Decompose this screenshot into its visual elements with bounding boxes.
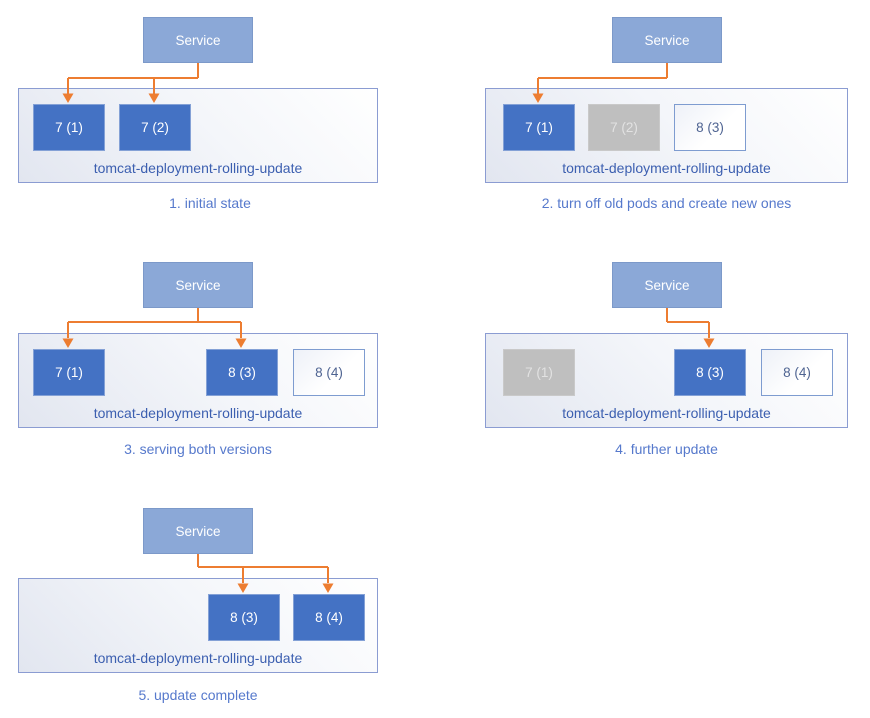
deployment-box: 7 (1) 7 (2) tomcat-deployment-rolling-up… (18, 88, 378, 183)
deployment-name-label: tomcat-deployment-rolling-update (562, 405, 771, 421)
pod-7-1: 7 (1) (33, 349, 105, 396)
pod-8-3: 8 (3) (206, 349, 278, 396)
pod-7-1: 7 (1) (503, 104, 575, 151)
pod-8-4: 8 (4) (293, 349, 365, 396)
panel-2-turn-off-old-pods: Service 7 (1) 7 (2) 8 (3) tomcat-deploym… (435, 0, 870, 240)
deployment-box: 7 (1) 8 (3) 8 (4) tomcat-deployment-roll… (485, 333, 848, 428)
pod-label: 7 (1) (55, 120, 83, 135)
panel-caption: 3. serving both versions (124, 441, 272, 457)
service-box: Service (143, 262, 253, 308)
pod-8-3: 8 (3) (674, 104, 746, 151)
panel-1-initial-state: Service 7 (1) 7 (2) tomcat-deployment-ro… (0, 0, 435, 240)
panel-caption: 2. turn off old pods and create new ones (541, 195, 792, 211)
pod-8-4: 8 (4) (293, 594, 365, 641)
pod-label: 7 (1) (55, 365, 83, 380)
pod-label: 7 (1) (525, 365, 553, 380)
service-box: Service (612, 262, 722, 308)
deployment-name-label: tomcat-deployment-rolling-update (562, 160, 771, 176)
deployment-box: 8 (3) 8 (4) tomcat-deployment-rolling-up… (18, 578, 378, 673)
panel-caption: 5. update complete (138, 687, 258, 703)
deployment-name-label: tomcat-deployment-rolling-update (93, 160, 303, 176)
service-label: Service (644, 32, 690, 48)
panel-3-serving-both-versions: Service 7 (1) 8 (3) 8 (4) tomcat-deploym… (0, 240, 435, 480)
pod-8-3: 8 (3) (674, 349, 746, 396)
service-label: Service (175, 32, 221, 48)
pod-7-1: 7 (1) (503, 349, 575, 396)
deployment-name-label: tomcat-deployment-rolling-update (93, 650, 303, 666)
service-box: Service (612, 17, 722, 63)
pod-label: 8 (4) (783, 365, 811, 380)
service-box: Service (143, 508, 253, 554)
deployment-box: 7 (1) 7 (2) 8 (3) tomcat-deployment-roll… (485, 88, 848, 183)
panel-caption: 1. initial state (169, 195, 251, 211)
deployment-name-label: tomcat-deployment-rolling-update (93, 405, 303, 421)
pod-label: 8 (3) (696, 365, 724, 380)
pod-7-1: 7 (1) (33, 104, 105, 151)
pod-label: 8 (4) (315, 610, 343, 625)
pod-8-4: 8 (4) (761, 349, 833, 396)
service-label: Service (644, 277, 690, 293)
pod-8-3: 8 (3) (208, 594, 280, 641)
pod-label: 7 (2) (610, 120, 638, 135)
panel-caption: 4. further update (615, 441, 718, 457)
service-label: Service (175, 277, 221, 293)
panel-4-further-update: Service 7 (1) 8 (3) 8 (4) tomcat-deploym… (435, 240, 870, 480)
pod-label: 8 (3) (696, 120, 724, 135)
pod-label: 7 (1) (525, 120, 553, 135)
pod-label: 7 (2) (141, 120, 169, 135)
pod-label: 8 (3) (230, 610, 258, 625)
pod-label: 8 (4) (315, 365, 343, 380)
service-label: Service (175, 523, 221, 539)
deployment-box: 7 (1) 8 (3) 8 (4) tomcat-deployment-roll… (18, 333, 378, 428)
pod-7-2: 7 (2) (588, 104, 660, 151)
panel-5-update-complete: Service 8 (3) 8 (4) tomcat-deployment-ro… (0, 480, 435, 718)
pod-label: 8 (3) (228, 365, 256, 380)
service-box: Service (143, 17, 253, 63)
pod-7-2: 7 (2) (119, 104, 191, 151)
